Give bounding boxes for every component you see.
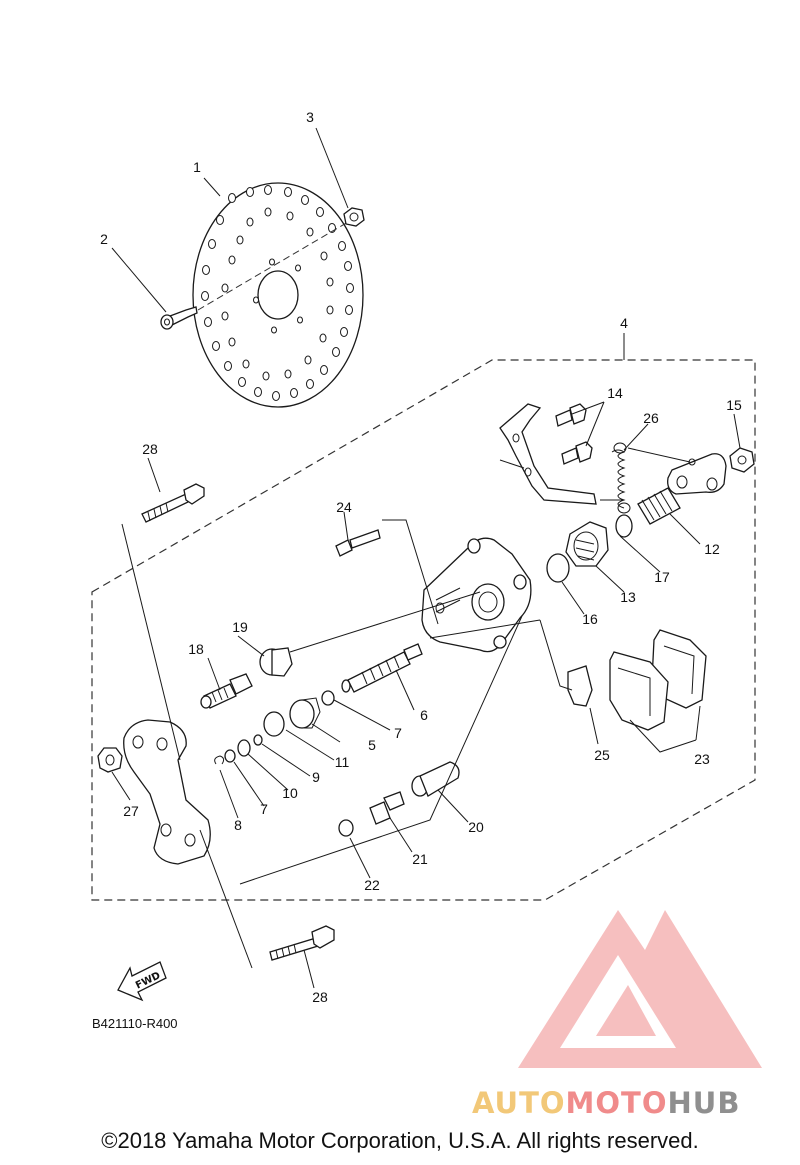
callout-14: 14 xyxy=(607,385,623,401)
callout-28-lower: 28 xyxy=(312,989,328,1005)
forward-arrow: FWD xyxy=(117,961,167,1002)
callout-21: 21 xyxy=(412,851,428,867)
ring-7-lower xyxy=(224,749,236,763)
disc-nut xyxy=(343,207,365,227)
callout-16: 16 xyxy=(582,611,598,627)
washer-22 xyxy=(338,819,354,837)
callout-24: 24 xyxy=(336,499,352,515)
callout-18: 18 xyxy=(188,641,204,657)
callout-5: 5 xyxy=(368,737,376,753)
bracket-nut xyxy=(97,747,123,773)
bracket-bolt-lower xyxy=(269,925,335,961)
seal-ring xyxy=(263,711,285,737)
watermark-logo xyxy=(518,910,762,1068)
callout-15: 15 xyxy=(726,397,742,413)
adjuster-nut xyxy=(729,447,755,473)
callout-numbers: 1 2 3 4 5 6 7 7 8 9 10 11 12 13 14 15 16… xyxy=(100,109,742,1005)
callout-19: 19 xyxy=(232,619,248,635)
callout-22: 22 xyxy=(364,877,380,893)
callout-27: 27 xyxy=(123,803,139,819)
caliper-body xyxy=(421,537,532,653)
brake-disc xyxy=(192,182,364,408)
ring-9 xyxy=(253,734,263,746)
callout-20: 20 xyxy=(468,819,484,835)
circlip xyxy=(214,755,225,765)
caliper-assembly-boundary xyxy=(91,359,756,901)
callout-8: 8 xyxy=(234,817,242,833)
slide-pin xyxy=(200,673,253,709)
lever-bolt-upper xyxy=(555,403,587,427)
callout-3: 3 xyxy=(306,109,314,125)
brake-pads xyxy=(609,629,707,731)
o-ring-large xyxy=(546,553,570,583)
rubber-boot xyxy=(259,647,293,677)
callout-23: 23 xyxy=(694,751,710,767)
pad-clip xyxy=(567,665,593,707)
parking-brake-lever xyxy=(499,403,597,505)
callout-2: 2 xyxy=(100,231,108,247)
adjusting-screw xyxy=(637,487,681,525)
return-spring xyxy=(611,442,631,514)
callout-4: 4 xyxy=(620,315,628,331)
callout-25: 25 xyxy=(594,747,610,763)
adjusting-shaft xyxy=(341,643,423,693)
callout-7-upper: 7 xyxy=(394,725,402,741)
copyright-notice: ©2018 Yamaha Motor Corporation, U.S.A. A… xyxy=(101,1128,699,1153)
assembly-lines xyxy=(121,447,691,969)
adjuster-nut-large xyxy=(565,521,609,567)
lever-bolt-lower xyxy=(561,441,593,465)
adjuster-plate xyxy=(667,453,727,495)
callout-28-upper: 28 xyxy=(142,441,158,457)
diagram-code: B421110-R400 xyxy=(92,1016,178,1031)
disc-bolt xyxy=(160,306,198,330)
bushing xyxy=(411,761,460,797)
callout-12: 12 xyxy=(704,541,720,557)
callout-1: 1 xyxy=(193,159,201,175)
callout-26: 26 xyxy=(643,410,659,426)
piston xyxy=(289,699,315,729)
callout-11: 11 xyxy=(335,754,350,770)
callout-leaders xyxy=(111,127,741,989)
callout-7-lower: 7 xyxy=(260,801,268,817)
caliper-bracket xyxy=(123,719,211,865)
washer-10 xyxy=(237,739,251,757)
bracket-bolt-upper xyxy=(141,483,205,523)
callout-13: 13 xyxy=(620,589,636,605)
callout-9: 9 xyxy=(312,769,320,785)
watermark-text: AUTOMOTOHUB xyxy=(472,1086,740,1120)
bleeder-screw xyxy=(369,791,405,825)
pin-bolt xyxy=(335,529,381,557)
ring-7-upper xyxy=(321,690,335,706)
callout-17: 17 xyxy=(654,569,670,585)
callout-6: 6 xyxy=(420,707,428,723)
o-ring-small xyxy=(615,514,633,538)
callout-10: 10 xyxy=(282,785,298,801)
